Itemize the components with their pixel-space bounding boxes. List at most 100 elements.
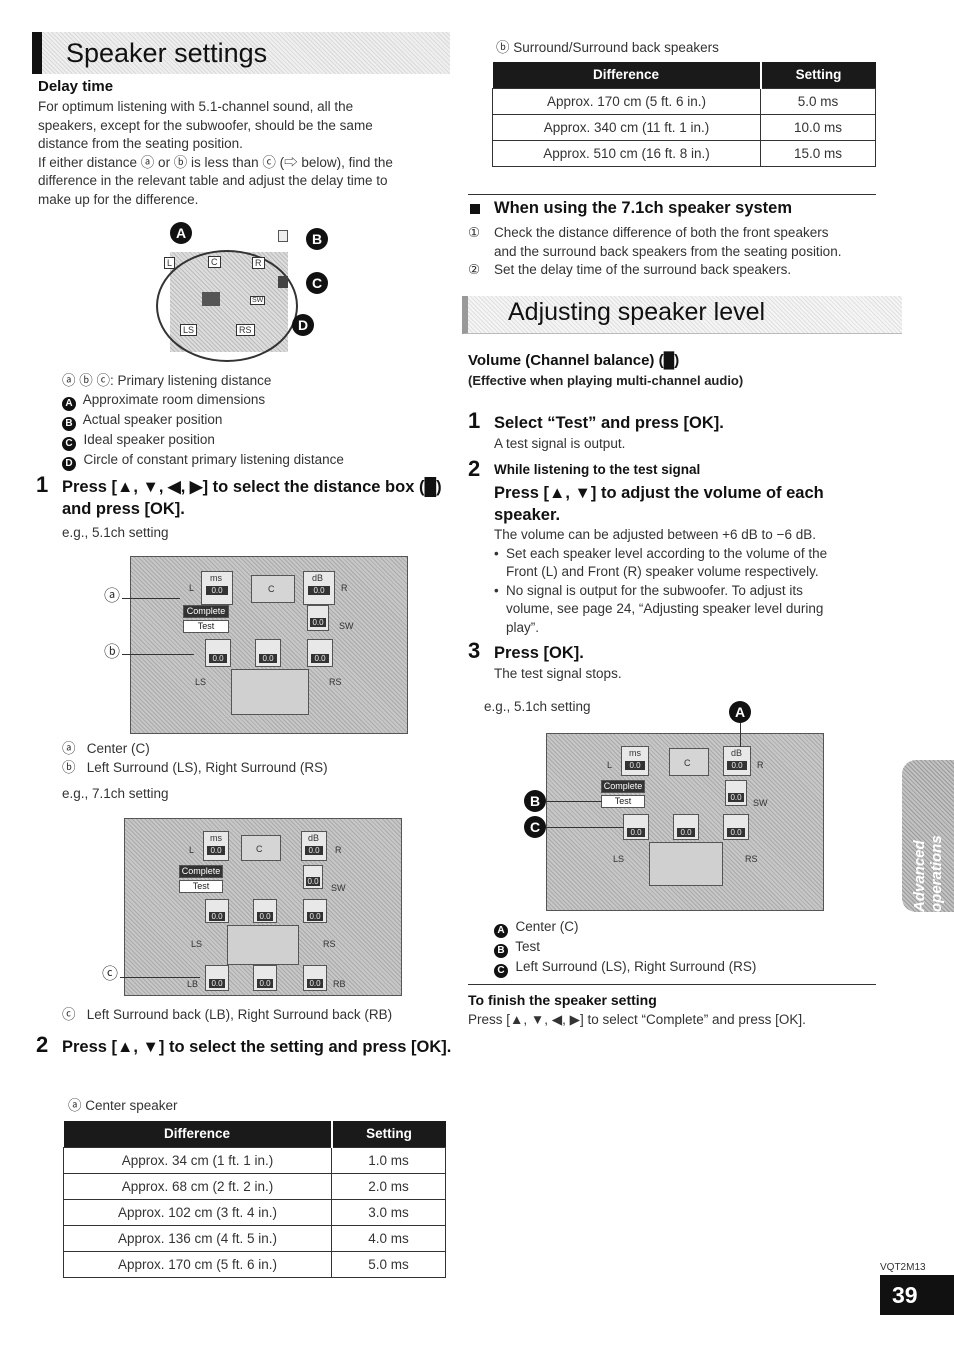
level-box[interactable]: 0.0 bbox=[723, 814, 749, 840]
level-box[interactable]: 0.0 bbox=[307, 639, 333, 667]
table-row: Approx. 170 cm (5 ft. 6 in.)5.0 ms bbox=[492, 87, 876, 115]
delay-heading: Delay time bbox=[38, 78, 114, 95]
listener-box bbox=[231, 669, 309, 715]
level-box[interactable]: 0.0 bbox=[205, 965, 229, 991]
test-button[interactable]: Test bbox=[179, 880, 223, 893]
level-box[interactable]: 0.0 bbox=[623, 814, 649, 840]
test-button[interactable]: Test bbox=[183, 620, 229, 633]
center-box[interactable]: C bbox=[669, 748, 709, 776]
distance-box[interactable]: 0.0 bbox=[253, 899, 277, 923]
complete-button[interactable]: Complete bbox=[179, 865, 223, 878]
listening-circle bbox=[156, 250, 298, 362]
listener-box bbox=[649, 842, 723, 886]
actual-position-icon bbox=[278, 230, 288, 242]
level-box[interactable]: 0.0 bbox=[303, 899, 327, 923]
level-box[interactable]: 0.0 bbox=[205, 899, 229, 923]
legend-item: A Approximate room dimensions bbox=[62, 391, 452, 411]
center-speaker-caption: ⓐ Center speaker bbox=[68, 1098, 178, 1113]
legend-item: B Actual speaker position bbox=[62, 411, 452, 431]
finish-text: Press [▲, ▼, ◀, ▶] to select “Complete” … bbox=[468, 1012, 806, 1027]
distance-box[interactable]: 0.0 bbox=[253, 965, 277, 991]
callout-b: ⓑ bbox=[104, 644, 121, 661]
subwoofer-level-box[interactable]: 0.0 bbox=[725, 780, 747, 806]
bullet-item: •No signal is output for the subwoofer. … bbox=[494, 582, 824, 635]
center-box[interactable]: C bbox=[251, 575, 295, 603]
table-row: Approx. 510 cm (16 ft. 8 in.)15.0 ms bbox=[492, 139, 876, 167]
step-number: 1 bbox=[468, 408, 481, 433]
speaker-label: L bbox=[164, 257, 176, 269]
marker-d: D bbox=[292, 314, 314, 336]
distance-box[interactable]: 0.0 bbox=[255, 639, 281, 667]
ideal-position-icon bbox=[278, 276, 288, 288]
callout-line bbox=[122, 654, 194, 655]
callout-line bbox=[546, 827, 624, 828]
step-number: 1 bbox=[36, 472, 49, 497]
table-row: Approx. 170 cm (5 ft. 6 in.)5.0 ms bbox=[63, 1250, 446, 1278]
listener-box bbox=[227, 925, 299, 965]
level-step3-title: Press [OK]. bbox=[494, 644, 584, 662]
test-button[interactable]: Test bbox=[601, 795, 645, 808]
center-box[interactable]: C bbox=[241, 835, 281, 861]
table-row: Approx. 102 cm (3 ft. 4 in.)3.0 ms bbox=[63, 1198, 446, 1226]
table-row: Approx. 68 cm (2 ft. 2 in.)2.0 ms bbox=[63, 1172, 446, 1200]
step-number: 2 bbox=[468, 456, 481, 481]
room-diagram: L C R SW LS RS A B C D bbox=[150, 222, 330, 372]
step1-title: Press [▲, ▼, ◀, ▶] to select the distanc… bbox=[62, 478, 442, 518]
seat-icon bbox=[202, 292, 220, 306]
marker-a: A bbox=[170, 222, 192, 244]
table-row: Approx. 340 cm (11 ft. 1 in.)10.0 ms bbox=[492, 113, 876, 141]
table-row: Approx. 34 cm (1 ft. 1 in.)1.0 ms bbox=[63, 1146, 446, 1174]
volume-subheading: (Effective when playing multi-channel au… bbox=[468, 373, 744, 388]
step2-title: Press [▲, ▼] to select the setting and p… bbox=[62, 1038, 452, 1056]
step-number: 2 bbox=[36, 1032, 49, 1057]
marker-c: C bbox=[306, 272, 328, 294]
level-step2-body: The volume can be adjusted between +6 dB… bbox=[494, 526, 884, 637]
level-box[interactable]: 0.0 bbox=[205, 639, 231, 667]
speaker-label: LS bbox=[180, 324, 198, 336]
speaker-label: SW bbox=[250, 296, 266, 305]
model-number: VQT2M13 bbox=[880, 1262, 926, 1273]
level-step1-title: Select “Test” and press [OK]. bbox=[494, 414, 724, 432]
callout-c: ⓒ bbox=[102, 966, 119, 983]
level-step1-text: A test signal is output. bbox=[494, 436, 626, 451]
callout-a: ⓐ bbox=[104, 588, 121, 605]
surround-caption: ⓑ Surround/Surround back speakers bbox=[496, 40, 719, 55]
square-bullet-icon bbox=[470, 204, 480, 214]
legend-item: C Ideal speaker position bbox=[62, 431, 452, 451]
page-number: 39 bbox=[880, 1275, 954, 1315]
complete-button[interactable]: Complete bbox=[183, 605, 229, 618]
seven-heading: When using the 7.1ch speaker system bbox=[494, 199, 793, 217]
diagram-legend: ⓐ ⓑ ⓒ: Primary listening distance A Appr… bbox=[62, 372, 452, 471]
level-box[interactable]: 0.0 bbox=[303, 965, 327, 991]
distance-box[interactable]: 0.0 bbox=[673, 814, 699, 840]
volume-heading: Volume (Channel balance) (█) bbox=[468, 352, 680, 369]
marker-b: B bbox=[524, 790, 546, 812]
legend-item: D Circle of constant primary listening d… bbox=[62, 451, 452, 471]
divider bbox=[468, 194, 876, 195]
bullet-item: •Set each speaker level according to the… bbox=[494, 545, 828, 580]
delay-intro: For optimum listening with 5.1-channel s… bbox=[38, 99, 393, 207]
subwoofer-level-box[interactable]: 0.0 bbox=[303, 865, 323, 889]
marker-a: A bbox=[729, 701, 751, 723]
section-title: Speaker settings bbox=[32, 32, 450, 74]
section-side-tab: Advanced operations bbox=[902, 760, 954, 912]
complete-button[interactable]: Complete bbox=[601, 780, 645, 793]
level-title: Adjusting speaker level bbox=[508, 298, 766, 326]
marker-b: B bbox=[306, 228, 328, 250]
speaker-label: RS bbox=[236, 324, 255, 336]
subwoofer-level-box[interactable]: 0.0 bbox=[307, 605, 329, 631]
screen-caption-71: ⓒ Left Surround back (LB), Right Surroun… bbox=[62, 1007, 393, 1022]
